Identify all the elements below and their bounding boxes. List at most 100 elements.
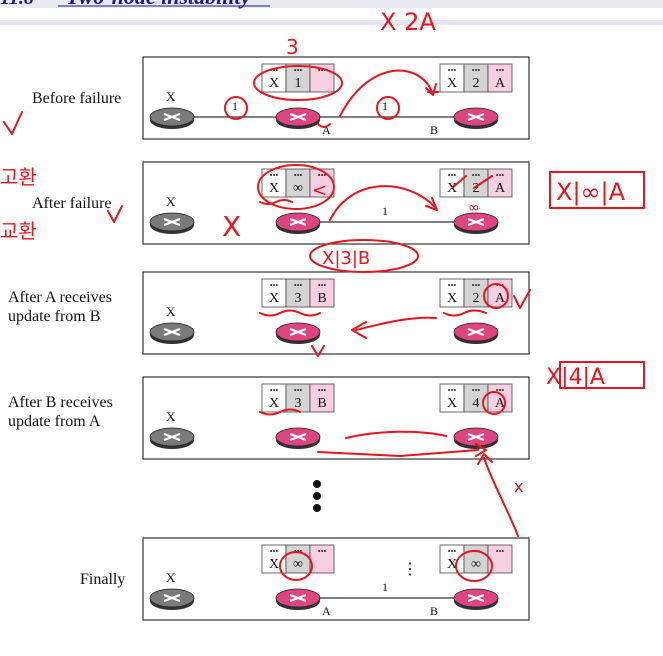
panel-caption: Finally — [80, 571, 125, 588]
svg-text:•••: ••• — [496, 547, 505, 556]
annotation-x-small: x — [514, 477, 523, 496]
table-cell: 3 — [295, 291, 302, 306]
node-b-label: B — [430, 604, 438, 618]
node-b-label: B — [430, 123, 438, 137]
arrow-line — [317, 449, 479, 457]
link-cost: 1 — [382, 580, 388, 594]
annotation-less-than: < — [312, 180, 327, 201]
node-x-label: X — [166, 304, 176, 319]
node-x-label: X — [166, 409, 176, 424]
annotation-box — [559, 361, 645, 389]
router-x-icon — [149, 427, 195, 449]
panel-caption: After B receives — [8, 394, 113, 411]
panel-caption: update from B — [8, 308, 100, 325]
router-a-icon — [275, 107, 321, 129]
routing-table-a: •••X•••3•••B — [261, 383, 335, 413]
svg-text:•••: ••• — [318, 171, 327, 180]
table-cell: 4 — [473, 396, 480, 411]
check-mark-icon — [107, 205, 123, 223]
router-a-icon — [275, 322, 321, 344]
table-cell: X — [447, 76, 457, 91]
svg-text:•••: ••• — [294, 281, 303, 290]
table-cell: B — [317, 396, 326, 411]
annotation-korean-2: 교환 — [0, 219, 37, 243]
node-a-label: A — [322, 604, 331, 618]
annotation-underline — [259, 309, 321, 317]
annotation-top: X 2A — [380, 8, 436, 36]
arrow-head-icon — [477, 453, 493, 465]
annotation-tick — [317, 123, 331, 128]
annotation-circle — [224, 96, 248, 120]
panel-caption: update from A — [8, 413, 101, 430]
annotation-circle — [253, 65, 343, 101]
arrow-head-icon — [311, 345, 325, 357]
router-x-icon — [149, 212, 195, 234]
table-cell: X — [447, 557, 457, 572]
annotation-box-right: X|4|A — [546, 365, 605, 390]
arrow-head-icon — [351, 321, 367, 339]
svg-text:•••: ••• — [270, 66, 279, 75]
table-cell: A — [495, 291, 506, 306]
routing-table-b: •••X•••2•••A — [439, 278, 513, 308]
annotation-underline — [259, 199, 293, 205]
svg-text:•••: ••• — [472, 386, 481, 395]
svg-text:•••: ••• — [472, 66, 481, 75]
table-cell: X — [269, 291, 279, 306]
router-x-icon — [149, 322, 195, 344]
check-mark-icon — [3, 111, 23, 135]
routing-table-a: •••X•••∞••• — [261, 544, 335, 574]
node-x-label: X — [166, 89, 176, 104]
svg-text:•••: ••• — [448, 386, 457, 395]
routing-table-a: •••X•••3•••B — [261, 278, 335, 308]
svg-text:•••: ••• — [294, 171, 303, 180]
arrow-line — [483, 457, 519, 537]
routing-table-b: •••X•••2•••A — [439, 63, 513, 93]
panel-caption: Before failure — [32, 90, 121, 107]
arrow-head-icon — [425, 83, 437, 96]
svg-text:•••: ••• — [294, 386, 303, 395]
annotation-underline — [259, 408, 301, 416]
handwritten-annotations: X 2A 3 고환 교환 < X ∞ X|∞|A X|3|B — [0, 8, 645, 582]
node-a-label: A — [322, 123, 331, 137]
table-cell: X — [269, 76, 279, 91]
table-cell: A — [495, 181, 506, 196]
svg-text:•••: ••• — [270, 386, 279, 395]
router-a-icon — [275, 427, 321, 449]
section-number: 11.8 — [0, 0, 34, 9]
router-x-icon — [149, 588, 195, 610]
table-cell: B — [317, 291, 326, 306]
router-b-icon — [453, 322, 499, 344]
colon-mark: ⋮ — [402, 561, 418, 578]
arrow-head-icon — [475, 443, 487, 457]
svg-text:•••: ••• — [270, 281, 279, 290]
svg-text:•••: ••• — [318, 66, 327, 75]
table-cell: X — [447, 291, 457, 306]
svg-text:•••: ••• — [496, 386, 505, 395]
annotation-circle — [483, 283, 509, 309]
routing-table-a: •••X•••∞••• — [261, 168, 335, 198]
annotation-stroke — [451, 175, 493, 189]
svg-text:•••: ••• — [270, 171, 279, 180]
router-b-icon — [453, 427, 499, 449]
annotation-x-mark: X — [222, 210, 241, 243]
routing-table-b: •••X•••∞••• — [439, 544, 513, 574]
router-x-icon — [149, 107, 195, 129]
svg-text:∞: ∞ — [468, 200, 480, 216]
link-cost: 1 — [382, 204, 388, 218]
annotation-underline — [443, 309, 487, 317]
table-cell: 3 — [295, 396, 302, 411]
router-a-icon — [275, 588, 321, 610]
continuation-dots — [313, 480, 321, 512]
node-x-label: X — [166, 570, 176, 585]
annotation-box — [549, 171, 645, 209]
table-cell: 2 — [473, 181, 480, 196]
table-cell: X — [269, 396, 279, 411]
router-b-icon — [453, 588, 499, 610]
svg-text:•••: ••• — [496, 171, 505, 180]
arrow-arc — [329, 185, 437, 221]
table-cell: ∞ — [293, 181, 303, 196]
